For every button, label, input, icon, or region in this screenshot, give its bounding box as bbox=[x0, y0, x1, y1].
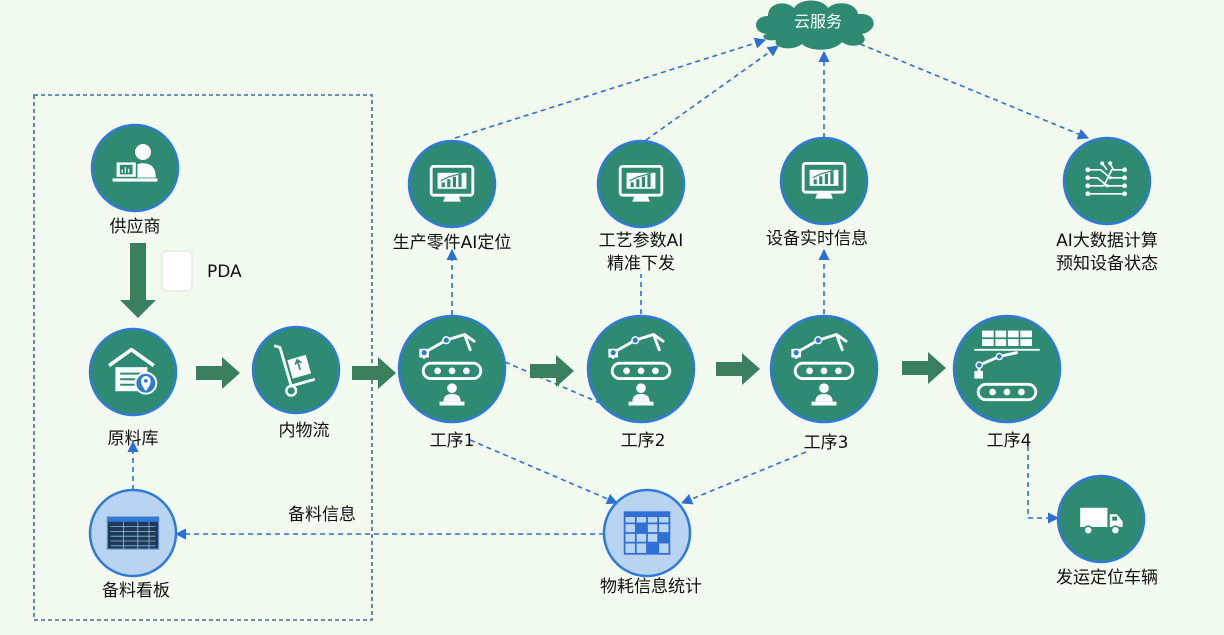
node-truck[interactable]: 发运定位车辆 bbox=[1056, 474, 1158, 588]
monitor2-label-line2: 精准下发 bbox=[607, 254, 675, 274]
monitor2-label-line1: 工艺参数AI bbox=[599, 231, 684, 251]
supplier-label: 供应商 bbox=[110, 217, 161, 237]
node-warehouse[interactable]: 原料库 bbox=[88, 327, 178, 449]
node-logistics[interactable]: 内物流 bbox=[251, 325, 341, 441]
process3-label: 工序3 bbox=[804, 433, 849, 453]
node-consumption[interactable]: 物耗信息统计 bbox=[600, 488, 702, 597]
pda-device[interactable]: PDA bbox=[161, 250, 242, 292]
ai-label-line1: AI大数据计算 bbox=[1056, 231, 1158, 251]
node-monitor2[interactable]: 工艺参数AI 精准下发 bbox=[596, 139, 686, 274]
node-supplier[interactable]: 供应商 bbox=[90, 123, 180, 237]
handheld-device-icon bbox=[161, 250, 193, 292]
node-process4[interactable]: 工序4 bbox=[952, 314, 1062, 451]
node-process3[interactable]: 工序3 bbox=[769, 314, 879, 453]
cloud-service[interactable]: 云服务 bbox=[756, 0, 874, 50]
logistics-label: 内物流 bbox=[279, 421, 330, 441]
dashed-connections bbox=[127, 37, 1090, 540]
cloud-label: 云服务 bbox=[794, 12, 842, 31]
arrow-warehouse-to-logistics bbox=[196, 357, 240, 389]
truck-label: 发运定位车辆 bbox=[1056, 568, 1158, 588]
node-monitor3[interactable]: 设备实时信息 bbox=[766, 136, 869, 249]
monitor1-label: 生产零件AI定位 bbox=[393, 233, 512, 253]
node-ai[interactable]: AI大数据计算 预知设备状态 bbox=[1056, 136, 1158, 274]
arrow-process2-to-process3 bbox=[716, 353, 760, 385]
arrow-process3-to-process4 bbox=[902, 352, 946, 384]
board-label: 备料看板 bbox=[102, 581, 170, 601]
flow-arrows bbox=[120, 243, 946, 389]
consumption-label: 物耗信息统计 bbox=[600, 577, 702, 597]
process1-label: 工序1 bbox=[430, 431, 475, 451]
warehouse-label: 原料库 bbox=[108, 429, 159, 449]
node-process2[interactable]: 工序2 bbox=[586, 314, 696, 451]
node-board[interactable]: 备料看板 bbox=[88, 488, 178, 601]
monitor3-label: 设备实时信息 bbox=[766, 229, 868, 249]
arrow-process1-to-process2 bbox=[530, 355, 574, 387]
pda-label: PDA bbox=[207, 262, 242, 282]
arrow-logistics-to-process1 bbox=[352, 357, 396, 389]
prep-info-label: 备料信息 bbox=[288, 505, 356, 525]
process4-label: 工序4 bbox=[987, 431, 1032, 451]
warehouse-zone-frame bbox=[33, 94, 373, 621]
dashboard-screen-icon bbox=[106, 516, 160, 550]
node-monitor1[interactable]: 生产零件AI定位 bbox=[393, 139, 512, 253]
process2-label: 工序2 bbox=[621, 431, 666, 451]
ai-label-line2: 预知设备状态 bbox=[1056, 254, 1158, 274]
node-process1[interactable]: 工序1 bbox=[397, 314, 507, 451]
arrow-supplier-to-warehouse bbox=[120, 243, 156, 318]
